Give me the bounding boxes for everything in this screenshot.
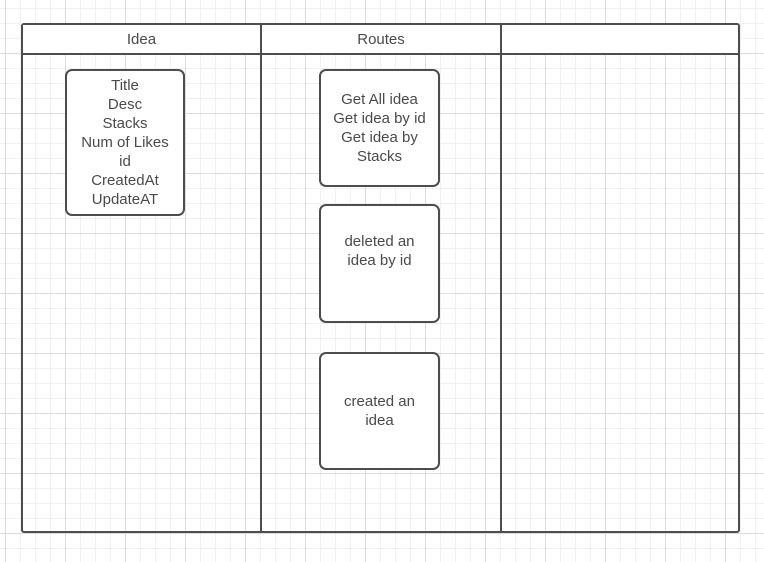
idea-fields-node[interactable]: Title Desc Stacks Num of Likes id Create… xyxy=(65,69,185,216)
routes-get-node[interactable]: Get All idea Get idea by id Get idea by … xyxy=(319,69,440,187)
column-header-routes[interactable]: Routes xyxy=(262,25,500,55)
idea-fields-node-label: Title Desc Stacks Num of Likes id Create… xyxy=(81,77,169,208)
lane-idea[interactable]: Idea xyxy=(23,25,262,531)
column-header-routes-label: Routes xyxy=(357,30,405,48)
routes-create-node-label: created an idea xyxy=(344,393,415,429)
column-header-idea[interactable]: Idea xyxy=(23,25,260,55)
swimlane-table[interactable]: Idea Routes xyxy=(21,23,740,533)
lane-empty[interactable] xyxy=(502,25,738,531)
routes-delete-node[interactable]: deleted an idea by id xyxy=(319,204,440,323)
routes-delete-node-label: deleted an idea by id xyxy=(344,233,415,269)
lane-empty-body[interactable] xyxy=(502,55,738,531)
lane-routes[interactable]: Routes xyxy=(262,25,502,531)
column-header-empty[interactable] xyxy=(502,25,738,55)
routes-get-node-label: Get All idea Get idea by id Get idea by … xyxy=(333,91,426,165)
routes-create-node[interactable]: created an idea xyxy=(319,352,440,470)
column-header-idea-label: Idea xyxy=(126,30,157,48)
